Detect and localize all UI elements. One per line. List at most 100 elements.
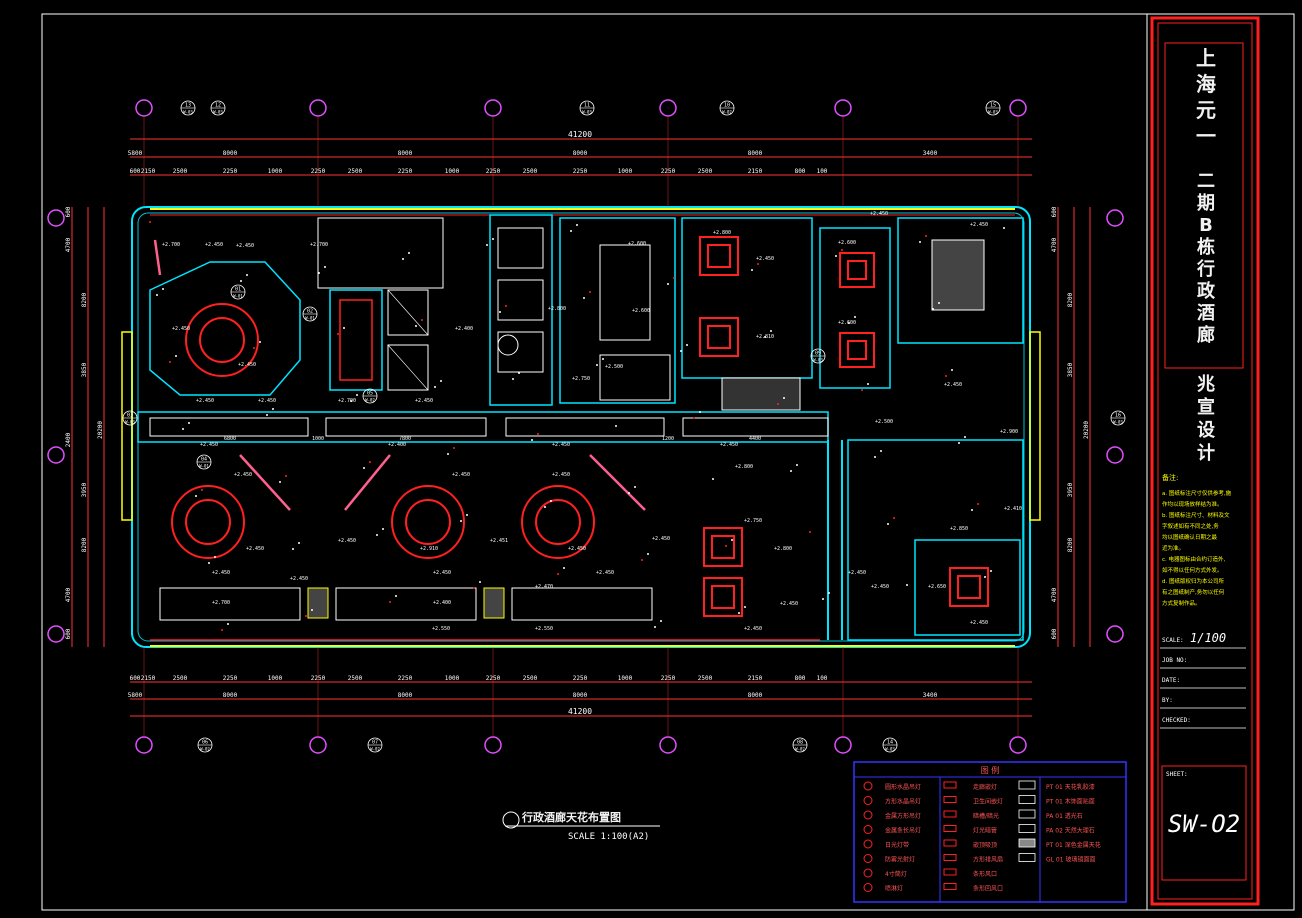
square-fixtures [699, 236, 989, 617]
grid-bubble [309, 736, 327, 754]
legend-label: 喷淋灯 [885, 885, 903, 893]
downlight [932, 308, 934, 310]
downlight [945, 375, 947, 377]
round-chandelier [171, 485, 245, 559]
dim-text: 4400 [749, 436, 761, 442]
legend-label: 条形回风口 [973, 885, 1003, 893]
ceiling-level: +2.700 [162, 242, 180, 248]
legend-label: 方形排风扇 [973, 856, 1003, 864]
title-bubble [502, 811, 520, 829]
dim-overall-top: 41200 [568, 130, 592, 139]
room-upper-1 [317, 217, 444, 289]
downlight [596, 364, 598, 366]
scale-label: SCALE: [1162, 637, 1184, 644]
downlight [246, 274, 248, 276]
diagonal-beams [153, 239, 646, 511]
grid-bubble [834, 736, 852, 754]
ceiling-level: +2.600 [838, 320, 856, 326]
note-line: 有之图纸制产,务勿以任何 [1162, 588, 1225, 596]
legend-symbol [1018, 853, 1036, 862]
dim-text: 2500 [173, 168, 188, 175]
ceiling-level: +2.450 [568, 546, 586, 552]
sheet-label: SHEET: [1166, 771, 1188, 778]
downlight [654, 626, 656, 628]
dim-text: 2500 [523, 675, 538, 682]
dim-text: 8000 [748, 150, 763, 157]
detail-tag-number: 02 [307, 309, 313, 315]
legend-symbol [1018, 824, 1036, 833]
corridor-light-4 [682, 417, 829, 437]
round-chandelier [535, 499, 581, 545]
round-chandelier [521, 485, 595, 559]
downlight-dots [149, 221, 1005, 631]
legend-label: 圆形水晶吊灯 [885, 783, 921, 791]
detail-tag-number: 07 [372, 740, 378, 746]
downlight [693, 417, 695, 419]
detail-tag-sheet: W-03 [813, 358, 823, 363]
round-chandelier [405, 499, 451, 545]
building-name-char: 二 [1197, 171, 1215, 192]
legend-label: 日光灯带 [885, 841, 909, 849]
notes-title: 备注: [1162, 473, 1178, 482]
ceiling-level: +2.450 [552, 472, 570, 478]
downlight [822, 598, 824, 600]
legend-symbol [863, 839, 873, 849]
detail-tag-number: 01 [235, 287, 241, 293]
designer-name-char: 计 [1197, 442, 1215, 464]
elevator-1-x [387, 289, 429, 336]
designer-name-char: 兆 [1197, 374, 1215, 395]
downlight [938, 302, 940, 304]
legend-label: PA 02 天然大理石 [1046, 827, 1095, 835]
downlight [854, 316, 856, 318]
note-line: a. 图纸标注尺寸仅供参考,施 [1162, 489, 1232, 497]
ceiling-level: +2.900 [1000, 429, 1018, 435]
note-line: 方式复制作品。 [1162, 599, 1201, 607]
elevator-2 [387, 344, 429, 391]
dim-text: 800 [795, 675, 806, 682]
downlight [279, 481, 281, 483]
downlight [602, 358, 604, 360]
legend-label: 走廊嵌灯 [973, 783, 997, 791]
downlight [311, 609, 313, 611]
downlight [298, 542, 300, 544]
detail-tag-sheet: W-03 [582, 110, 592, 115]
scale-value: 1/100 [1190, 631, 1226, 645]
legend-label: PT 01 天花乳胶漆 [1046, 783, 1095, 791]
dim-text: 1000 [445, 168, 460, 175]
downlight [686, 344, 688, 346]
downlight [343, 327, 345, 329]
ceiling-level: +2.910 [420, 546, 438, 552]
column-hatch-1 [307, 587, 329, 619]
dim-text: 4700 [65, 237, 72, 252]
ceiling-level: +2.450 [415, 398, 433, 404]
dim-text: 2250 [486, 168, 501, 175]
ceiling-level: +2.500 [875, 419, 893, 425]
ceiling-level: +2.450 [744, 626, 762, 632]
ceiling-level: +2.451 [490, 538, 508, 544]
round-chandelier [391, 485, 465, 559]
dim-text: 8000 [748, 692, 763, 699]
downlight [783, 397, 785, 399]
meeting-room-a [681, 217, 813, 379]
dim-text: 2150 [141, 675, 156, 682]
downlight [557, 573, 559, 575]
elevator-2-x [387, 344, 429, 391]
legend-title: 图 例 [981, 765, 1000, 775]
dim-text: 2150 [748, 168, 763, 175]
ceiling-level: +2.450 [780, 601, 798, 607]
round-chandeliers [171, 303, 595, 559]
lower-bay-2 [335, 587, 477, 621]
downlight [925, 235, 927, 237]
ceiling-level: +2.600 [632, 308, 650, 314]
dim-text: 20200 [97, 421, 104, 439]
legend-symbol [943, 868, 957, 876]
legend-symbol [863, 781, 873, 791]
grid-bubble [47, 209, 65, 227]
dim-text: 2500 [523, 168, 538, 175]
downlight [641, 559, 643, 561]
ceiling-level: +2.450 [652, 536, 670, 542]
downlight [505, 305, 507, 307]
